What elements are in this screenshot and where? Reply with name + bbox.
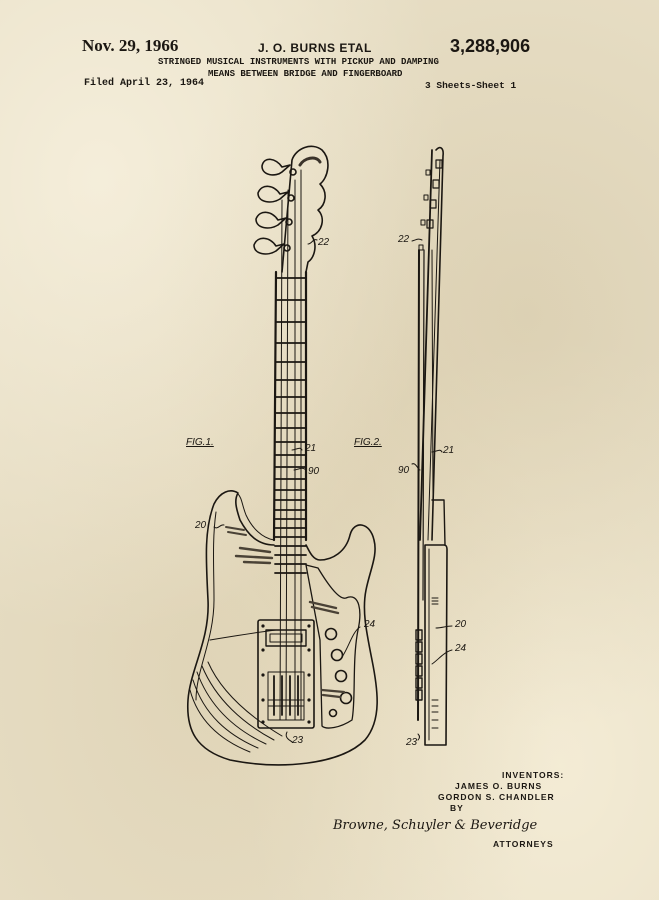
fig2-ref-21: 21: [443, 445, 455, 456]
fig1-ref-23: 23: [292, 735, 304, 746]
patent-number: 3,288,906: [450, 36, 531, 56]
patent-title-line-2: MEANS BETWEEN BRIDGE AND FINGERBOARD: [208, 69, 403, 79]
fig1-headstock: [253, 145, 329, 273]
fig2-ref-90: 90: [398, 465, 410, 476]
sheet-count: 3 Sheets-Sheet 1: [425, 80, 517, 91]
inventor-1: JAMES O. BURNS: [455, 781, 543, 791]
patent-title-line-1: STRINGED MUSICAL INSTRUMENTS WITH PICKUP…: [158, 57, 439, 67]
attorneys-label: ATTORNEYS: [493, 839, 554, 849]
fig2-ref-23: 23: [406, 737, 418, 748]
fig1-ref-22: 22: [318, 237, 330, 248]
attorney-signature: Browne, Schuyler & Beveridge: [333, 818, 538, 833]
fig1-ref-24: 24: [364, 619, 376, 630]
fig2-label: FIG.2.: [354, 437, 382, 448]
fig1-ref-20: 20: [195, 520, 207, 531]
fig2-side-view: [415, 146, 448, 746]
fig2-ref-24: 24: [455, 643, 467, 654]
fig2-ref-22: 22: [398, 234, 410, 245]
fig1-ref-21: 21: [305, 443, 317, 454]
by-label: BY: [450, 803, 464, 813]
filed-date: Filed April 23, 1964: [84, 78, 205, 89]
fig1-neck: [272, 169, 308, 721]
fig1-ref-90: 90: [308, 466, 320, 477]
patent-date: Nov. 29, 1966: [82, 36, 179, 55]
inventor-header: J. O. BURNS ETAL: [258, 41, 372, 55]
fig2-ref-20: 20: [455, 619, 467, 630]
fig1-label: FIG.1.: [186, 437, 214, 448]
fig1-body: [186, 490, 378, 766]
inventors-label: INVENTORS:: [502, 770, 565, 780]
inventor-2: GORDON S. CHANDLER: [438, 792, 555, 802]
